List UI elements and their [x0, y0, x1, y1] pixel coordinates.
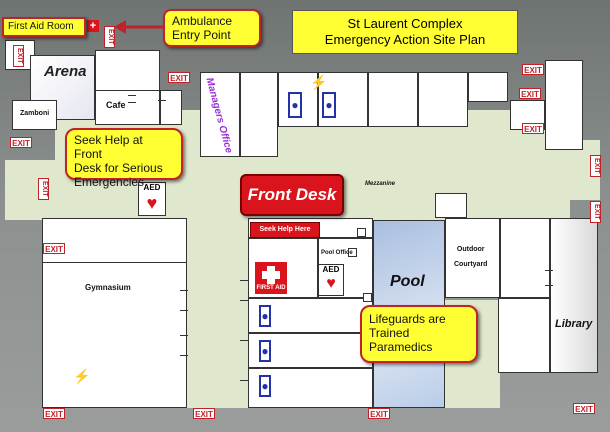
heart-icon: ♥ [326, 275, 336, 292]
zamboni-room [12, 100, 57, 130]
exit-sign: EXIT [590, 155, 601, 177]
pool-label: Pool [390, 273, 425, 290]
door-marker [240, 280, 248, 281]
top-right-room [545, 60, 583, 150]
aed-icon: AED ♥ [138, 182, 166, 216]
lifeguards-callout: Lifeguards are Trained Paramedics [360, 305, 478, 363]
first-aid-icon: FIRST AID [255, 262, 287, 294]
top-room-a [368, 72, 418, 127]
washroom-icon: ● [288, 92, 302, 118]
seek-help-line-1: Seek Help at Front [74, 133, 143, 161]
door-marker [545, 270, 553, 271]
electrical-icon: ⚡ [310, 74, 328, 90]
courtyard-line-2: Courtyard [454, 261, 488, 268]
managers-office-room [200, 72, 240, 157]
exit-sign: EXIT [168, 72, 190, 83]
library-label: Library [555, 318, 593, 330]
hallway-pool-left [185, 218, 250, 408]
hallway-left [5, 160, 65, 220]
first-aid-room-callout: First Aid Room [2, 17, 86, 37]
door-marker [128, 102, 136, 103]
lifeguards-line-1: Lifeguards are [369, 312, 446, 326]
seek-help-callout: Seek Help at Front Desk for Serious Emer… [65, 128, 183, 189]
washroom-icon: ● [259, 340, 271, 362]
top-room-b [418, 72, 468, 127]
exit-sign: EXIT [10, 137, 32, 148]
first-aid-cross [262, 271, 280, 279]
door-marker [545, 285, 553, 286]
door-marker [240, 340, 248, 341]
first-aid-small-icon: + [87, 20, 99, 32]
stair-icon [363, 293, 372, 302]
front-desk-sign: Front Desk [240, 174, 344, 216]
exit-sign: EXIT [13, 45, 24, 67]
exit-sign: EXIT [522, 123, 544, 134]
zamboni-label: Zamboni [20, 110, 50, 117]
exit-sign: EXIT [38, 178, 49, 200]
first-aid-label: FIRST AID [256, 285, 286, 291]
title-line-1: St Laurent Complex [347, 16, 463, 31]
washroom-icon: ● [259, 305, 271, 327]
door-marker [158, 100, 166, 101]
stair-icon [348, 248, 357, 257]
courtyard-line-1: Outdoor [456, 246, 485, 253]
door-marker [128, 95, 136, 96]
courtyard-label: Outdoor Courtyard [454, 246, 487, 268]
title-box: St Laurent Complex Emergency Action Site… [292, 10, 518, 54]
door-marker [180, 310, 188, 311]
ambulance-callout: Ambulance Entry Point [163, 9, 261, 47]
small-stair-room [435, 193, 467, 218]
aed-label: AED [322, 265, 340, 274]
exit-sign: EXIT [43, 408, 65, 419]
seek-help-line-2: Desk for Serious [74, 161, 163, 175]
office-room-2 [240, 72, 278, 157]
title-line-2: Emergency Action Site Plan [324, 32, 486, 47]
exit-sign: EXIT [368, 408, 390, 419]
door-marker [180, 335, 188, 336]
gym-side-room [42, 218, 187, 263]
cafe-label: Cafe [106, 100, 126, 110]
top-room-c [468, 72, 508, 102]
aed-label: AED [143, 183, 161, 192]
cafe-room [95, 90, 160, 125]
hallway-right [510, 140, 600, 200]
courtyard-room [445, 218, 500, 298]
change-room-1 [248, 298, 373, 333]
small-room-cafe [160, 90, 182, 125]
ambulance-arrow [114, 20, 164, 34]
lifeguards-line-3: Paramedics [369, 340, 433, 354]
exit-sign: EXIT [193, 408, 215, 419]
washroom-icon: ● [259, 375, 271, 397]
heart-icon: ♥ [146, 193, 158, 213]
lifeguards-line-2: Trained [369, 326, 410, 340]
seek-help-line-3: Emergencies [74, 175, 145, 189]
mezzanine-label: Mezzanine [365, 181, 396, 187]
pool-office-label: Pool Office [321, 250, 353, 256]
seek-help-here-sign: Seek Help Here [250, 222, 320, 238]
exit-sign: EXIT [519, 88, 541, 99]
ambulance-line-2: Entry Point [172, 28, 231, 42]
washroom-icon: ● [322, 92, 336, 118]
exit-sign: EXIT [104, 26, 115, 48]
door-marker [240, 380, 248, 381]
library-front-room [498, 298, 550, 373]
door-marker [240, 300, 248, 301]
door-marker [180, 290, 188, 291]
exit-sign: EXIT [573, 403, 595, 414]
right-lower-room [500, 218, 550, 298]
arena-label: Arena [44, 63, 87, 80]
aed-icon-pool: AED ♥ [318, 264, 344, 296]
ambulance-line-1: Ambulance [172, 14, 233, 28]
stair-icon [357, 228, 366, 237]
exit-sign: EXIT [43, 243, 65, 254]
electrical-icon: ⚡ [73, 368, 91, 384]
exit-sign: EXIT [590, 201, 601, 223]
exit-sign: EXIT [522, 64, 544, 75]
door-marker [180, 355, 188, 356]
library-room [550, 218, 598, 373]
gymnasium-label: Gymnasium [85, 283, 131, 292]
